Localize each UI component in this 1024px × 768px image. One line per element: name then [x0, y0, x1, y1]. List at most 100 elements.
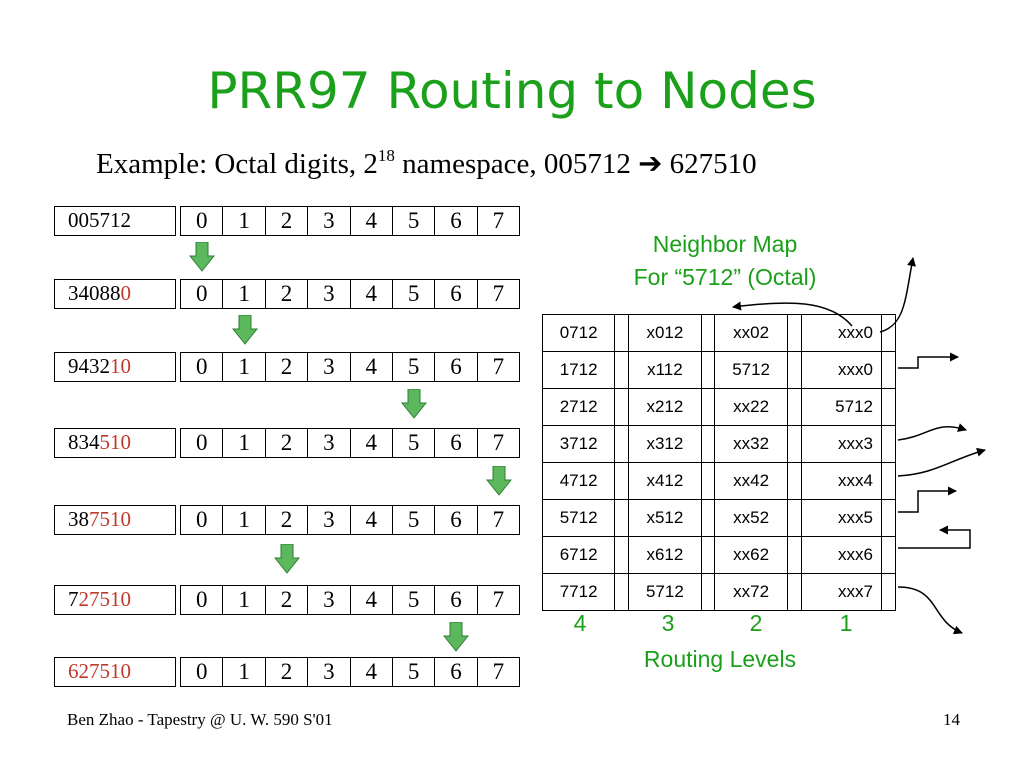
down-arrow-icon [443, 622, 469, 652]
digit-cell: 4 [349, 586, 392, 614]
digit-cell: 6 [434, 658, 476, 686]
digit-cell: 1 [222, 658, 264, 686]
node-id-label: 340880 [54, 279, 176, 309]
digit-cell: 4 [349, 506, 392, 534]
digit-cell: 1 [222, 586, 264, 614]
digit-cell: 6 [434, 353, 476, 381]
node-id-label: 834510 [54, 428, 176, 458]
pointer-arrow [898, 352, 959, 369]
table-cell: 3712 [541, 425, 616, 463]
digit-cell: 1 [222, 506, 264, 534]
digit-cell: 4 [349, 353, 392, 381]
digit-cell: 3 [307, 506, 349, 534]
digit-cell: 3 [307, 353, 349, 381]
example-caption: Example: Octal digits, 218 namespace, 00… [96, 146, 757, 181]
table-cell: 5712 [541, 499, 616, 537]
down-arrow-icon [189, 242, 215, 272]
table-cell: xxx5 [800, 499, 882, 537]
down-arrow-icon [274, 544, 300, 574]
table-cell: 5712 [714, 351, 788, 389]
digit-cell: 7 [476, 658, 519, 686]
pointer-arrow [897, 586, 963, 635]
digit-cell: 3 [307, 280, 349, 308]
digit-cell: 3 [307, 207, 349, 235]
digit-cell: 6 [434, 207, 476, 235]
digit-cell: 2 [264, 429, 307, 457]
digit-cell: 5 [391, 658, 434, 686]
digit-cell: 0 [195, 587, 208, 612]
node-id-label: 943210 [54, 352, 176, 382]
node-id-label: 627510 [54, 657, 176, 687]
pointer-arrow [898, 486, 957, 513]
digit-cell: 0 [195, 281, 208, 306]
node-id-label: 005712 [54, 206, 176, 236]
digit-cell: 4 [349, 429, 392, 457]
digit-cell: 7 [476, 280, 519, 308]
digit-cell: 3 [307, 658, 349, 686]
digit-cell: 7 [476, 506, 519, 534]
table-cell: 0712 [541, 314, 616, 352]
down-arrow-icon [486, 466, 512, 496]
digit-cell: 3 [307, 429, 349, 457]
table-cell: 5712 [800, 388, 882, 426]
table-cell: x012 [628, 314, 702, 352]
node-id-label: 727510 [54, 585, 176, 615]
digit-cell: 6 [434, 280, 476, 308]
digit-cell: 2 [264, 658, 307, 686]
table-cell: xx32 [714, 425, 788, 463]
table-cell: x212 [628, 388, 702, 426]
routing-level-label: 1 [839, 610, 853, 636]
table-cell: xx02 [714, 314, 788, 352]
digit-cell: 2 [264, 207, 307, 235]
caption-prefix: Example: Octal digits, 2 [96, 148, 378, 180]
digit-cell: 7 [476, 429, 519, 457]
digit-cell: 4 [349, 280, 392, 308]
table-cell: 5712 [628, 573, 702, 611]
digit-cell: 7 [476, 586, 519, 614]
table-cell: x612 [628, 536, 702, 574]
caption-target: 627510 [662, 148, 757, 180]
right-arrow-icon: ➔ [638, 148, 663, 180]
pointer-arrow [897, 423, 967, 441]
digit-cell: 0 [195, 507, 208, 532]
digit-cell: 2 [264, 353, 307, 381]
table-cell: xxx6 [800, 536, 882, 574]
digit-cell: 1 [222, 429, 264, 457]
table-cell: xxx3 [800, 425, 882, 463]
routing-level-label: 2 [749, 610, 763, 636]
table-cell: xx22 [714, 388, 788, 426]
table-cell: x412 [628, 462, 702, 500]
caption-suffix: namespace, 005712 [394, 148, 639, 180]
digit-cell: 0 [195, 430, 208, 455]
slide-title: PRR97 Routing to Nodes [207, 62, 817, 120]
digit-cell: 6 [434, 506, 476, 534]
digit-cell: 1 [222, 207, 264, 235]
table-cell: 6712 [541, 536, 616, 574]
pointer-arrow [897, 447, 986, 477]
down-arrow-icon [232, 315, 258, 345]
pointer-arrow [879, 257, 916, 333]
pointer-arrow [898, 525, 971, 549]
pointer-arrow [732, 301, 853, 327]
table-cell: xxx7 [800, 573, 882, 611]
table-cell: 2712 [541, 388, 616, 426]
digit-cell: 6 [434, 586, 476, 614]
table-cell: 7712 [541, 573, 616, 611]
digit-cell: 7 [476, 353, 519, 381]
digit-cell: 0 [195, 659, 208, 684]
digit-cell: 2 [264, 586, 307, 614]
footer-author: Ben Zhao - Tapestry @ U. W. 590 S'01 [67, 710, 333, 729]
